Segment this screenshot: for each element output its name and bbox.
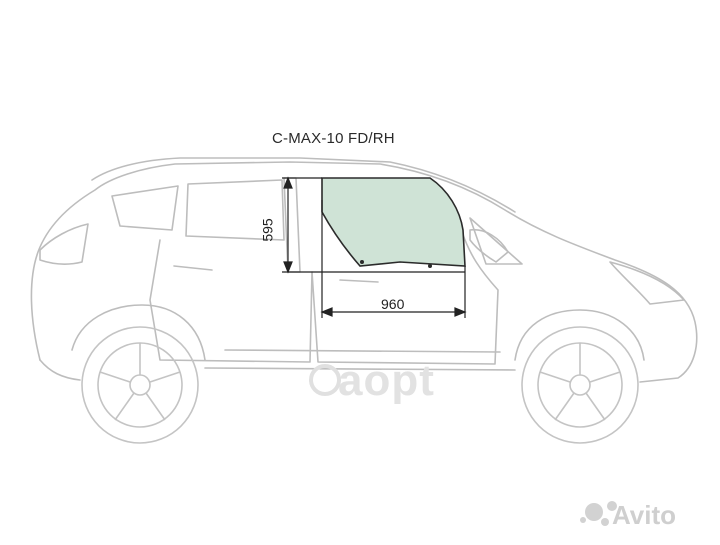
height-arrow-bottom <box>283 261 293 274</box>
brand-watermark-logo <box>309 364 341 396</box>
rear-wheel-arch <box>71 304 206 361</box>
avito-logo-icon <box>580 501 617 526</box>
rear-door-outline <box>149 239 313 363</box>
rear-quarter-window <box>111 185 179 231</box>
taillight <box>39 223 89 265</box>
height-arrow-top <box>283 176 293 189</box>
diagram-title: C-MAX-10 FD/RH <box>272 130 395 147</box>
roof-line <box>91 157 516 213</box>
front-door-handle <box>339 279 379 283</box>
rear-bumper <box>39 359 81 381</box>
brand-watermark-text: aopt <box>338 356 435 405</box>
body-crease <box>224 349 501 353</box>
glass-mount-hole-left <box>360 260 364 264</box>
headlight <box>609 261 685 305</box>
width-dimension-label: 960 <box>381 296 405 312</box>
rear-door-handle <box>173 265 213 271</box>
car-body-outline <box>30 161 698 383</box>
b-pillar <box>283 177 301 273</box>
width-arrow-right <box>454 307 467 317</box>
width-arrow-left <box>320 307 333 317</box>
avito-watermark: Avito <box>612 500 676 531</box>
front-door-glass-shape <box>321 177 466 267</box>
side-sill <box>204 367 516 371</box>
rear-wheel <box>81 326 199 444</box>
rear-door-window <box>185 179 285 241</box>
front-wheel <box>521 326 639 444</box>
height-dimension-label: 595 <box>259 218 276 242</box>
glass-mount-hole-right <box>428 264 432 268</box>
front-quarter-glass <box>469 217 523 265</box>
front-wheel-arch <box>514 309 645 361</box>
avito-watermark-text: Avito <box>612 500 677 530</box>
front-door-outline <box>311 231 499 365</box>
